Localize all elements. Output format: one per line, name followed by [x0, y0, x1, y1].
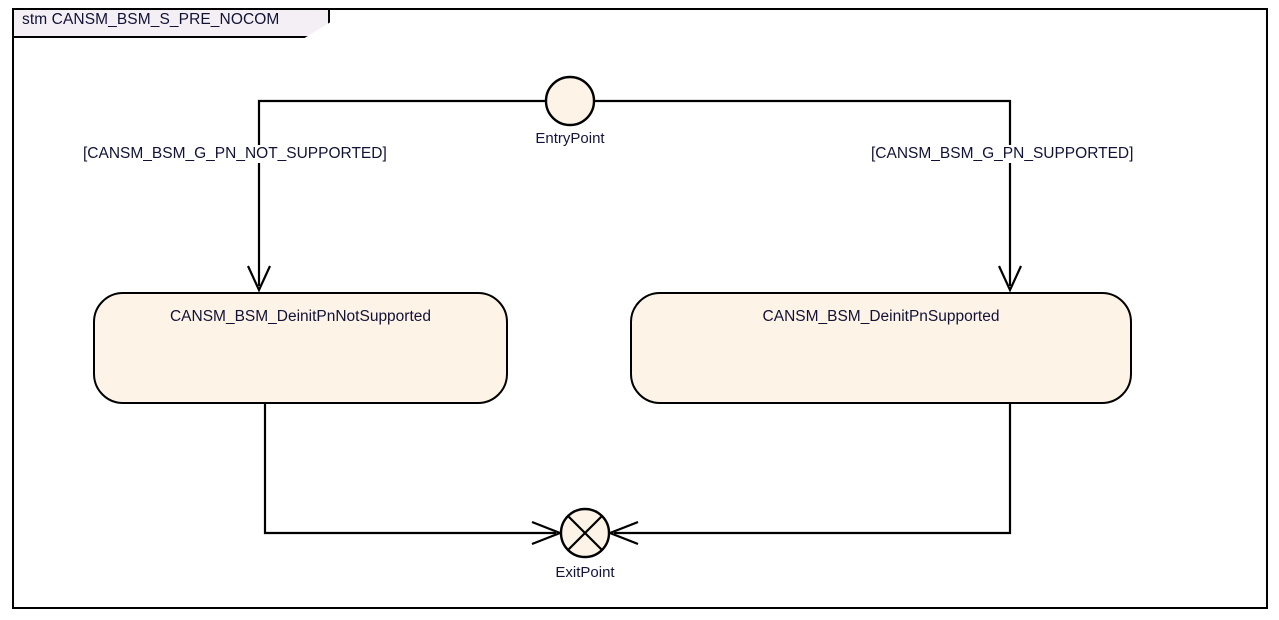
frame-label-tab: [12, 8, 330, 38]
exit-point-label: ExitPoint: [555, 564, 615, 581]
diagram-frame: [12, 8, 1268, 609]
entry-point-node[interactable]: [544, 75, 596, 127]
entry-point-label: EntryPoint: [535, 130, 605, 147]
state-deinit-pn-not-supported[interactable]: CANSM_BSM_DeinitPnNotSupported: [93, 292, 508, 404]
exit-point-node[interactable]: [559, 507, 611, 559]
transition-entry-to-right: [595, 99, 1022, 293]
guard-label-pn-not-supported: [CANSM_BSM_G_PN_NOT_SUPPORTED]: [81, 145, 389, 163]
transition-right-to-exit: [606, 404, 1012, 546]
transition-left-to-exit: [263, 404, 564, 546]
frame-label-text: stm CANSM_BSM_S_PRE_NOCOM: [22, 11, 280, 28]
state-title: CANSM_BSM_DeinitPnNotSupported: [169, 308, 432, 325]
state-deinit-pn-supported[interactable]: CANSM_BSM_DeinitPnSupported: [630, 292, 1132, 404]
transition-entry-to-left: [247, 99, 545, 293]
state-title: CANSM_BSM_DeinitPnSupported: [762, 308, 1000, 325]
guard-label-pn-supported: [CANSM_BSM_G_PN_SUPPORTED]: [869, 145, 1136, 163]
